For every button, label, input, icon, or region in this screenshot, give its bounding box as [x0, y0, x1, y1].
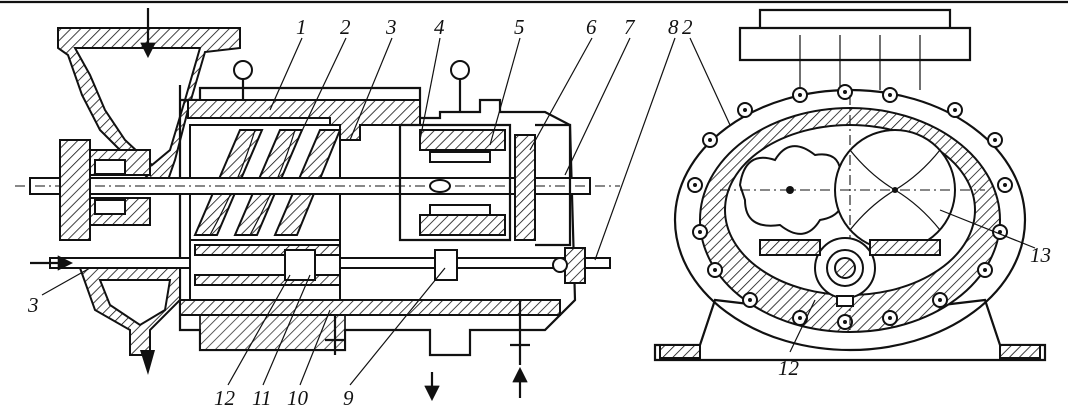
- flange-bolts: [687, 84, 1013, 330]
- label-10: 10: [287, 386, 309, 410]
- label-1: 1: [296, 15, 307, 39]
- leader-lines-end: [689, 37, 1036, 353]
- label-4: 4: [434, 15, 445, 39]
- label-12-end: 12: [778, 356, 800, 380]
- label-5: 5: [514, 15, 525, 39]
- drive-gear: [514, 134, 536, 241]
- label-3-lower: 3: [27, 293, 39, 317]
- part-labels: 1 2 3 4 5 6 7 8 3 12 11 10 9 2 13 12: [27, 15, 1051, 410]
- lifting-eye-right: [450, 60, 470, 80]
- label-6: 6: [586, 15, 597, 39]
- label-2-end: 2: [682, 15, 693, 39]
- end-view: [653, 8, 1047, 362]
- label-3: 3: [385, 15, 397, 39]
- side-section-view: [15, 8, 620, 402]
- label-12: 12: [214, 386, 236, 410]
- label-2: 2: [340, 15, 351, 39]
- label-13: 13: [1030, 243, 1051, 267]
- label-7: 7: [624, 15, 636, 39]
- leader-lines-side: [41, 37, 676, 386]
- drain-plug: [140, 350, 155, 375]
- label-8: 8: [668, 15, 679, 39]
- label-11: 11: [252, 386, 271, 410]
- label-9: 9: [343, 386, 354, 410]
- lifting-eye-left: [233, 60, 253, 80]
